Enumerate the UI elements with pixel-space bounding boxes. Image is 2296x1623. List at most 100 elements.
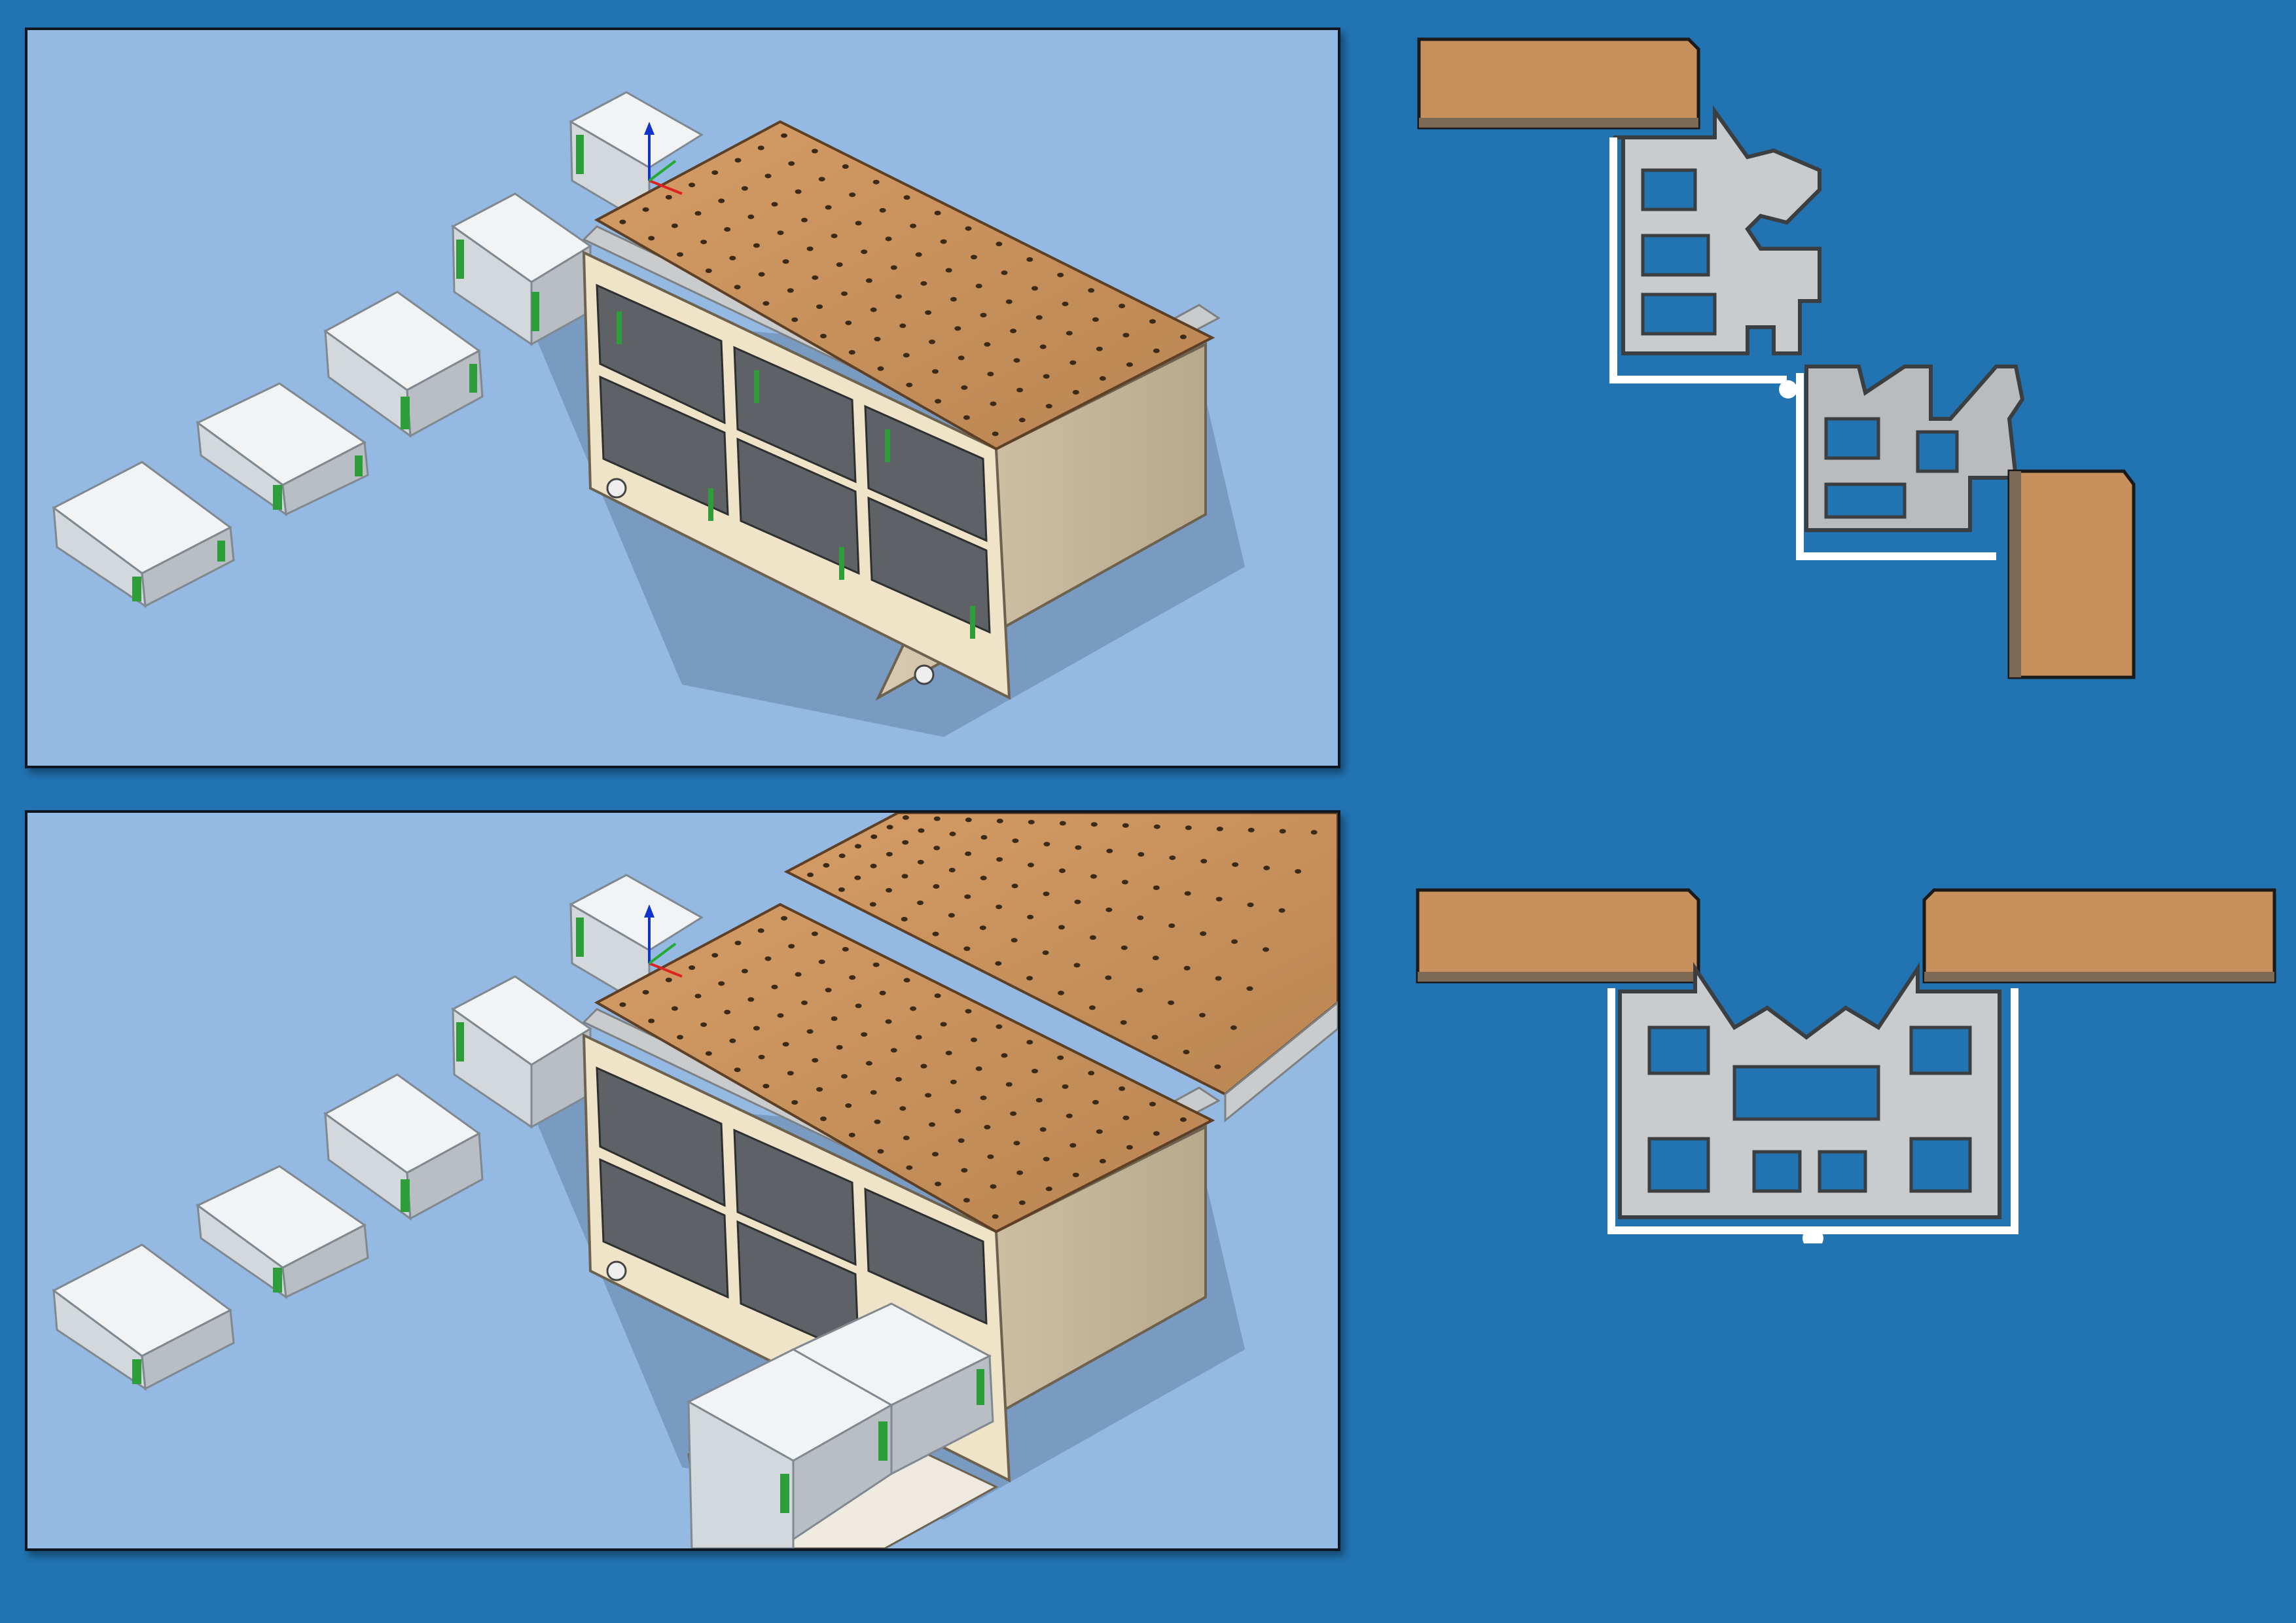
top-hole [920, 281, 927, 286]
top-hole [975, 1066, 982, 1071]
top-hole [954, 1109, 961, 1114]
top-hole [1263, 865, 1270, 870]
top-hole [757, 928, 764, 933]
top-hole [865, 278, 872, 283]
top-hole [1069, 1143, 1077, 1148]
top-hole [734, 1067, 741, 1073]
top-hole [689, 965, 696, 971]
top-hole [807, 872, 814, 878]
top-hole [849, 975, 856, 980]
top-hole [910, 223, 917, 228]
top-hole [1088, 288, 1095, 293]
top-hole [642, 990, 649, 995]
top-hole [890, 265, 897, 270]
profile-pin [1779, 380, 1797, 399]
top-hole [1043, 842, 1050, 847]
top-hole [1200, 931, 1207, 936]
top-hole [777, 1013, 784, 1018]
top-hole [848, 1132, 855, 1137]
top-hole [990, 401, 997, 406]
top-hole [1138, 852, 1145, 857]
top-hole [1096, 1129, 1103, 1134]
top-hole [648, 1018, 655, 1024]
top-hole [865, 1061, 872, 1066]
top-hole [812, 1058, 819, 1063]
top-hole [1028, 863, 1034, 868]
top-hole [1090, 874, 1097, 879]
top-hole [965, 226, 972, 231]
top-hole [1028, 819, 1035, 825]
top-hole [665, 977, 672, 982]
top-hole [855, 1003, 862, 1008]
top-hole [934, 211, 941, 215]
top-hole [1232, 862, 1239, 867]
top-hole [918, 828, 925, 833]
viewport-scene-2[interactable] [25, 810, 1340, 1551]
top-hole [845, 1103, 852, 1108]
top-hole [825, 988, 832, 993]
top-hole [734, 940, 742, 946]
top-hole [874, 336, 881, 342]
top-hole [879, 207, 886, 213]
top-hole [818, 177, 825, 182]
container-loose-5 [568, 91, 704, 228]
top-hole [971, 1037, 977, 1043]
top-hole [958, 355, 965, 361]
top-hole [811, 931, 818, 936]
top-hole [980, 876, 987, 881]
viewport-scene-1[interactable] [25, 27, 1340, 768]
top-hole [1122, 332, 1130, 338]
top-hole [820, 334, 827, 338]
top-hole [818, 959, 825, 965]
drawer-grid [596, 283, 991, 639]
top-hole [910, 1006, 917, 1011]
top-hole [1005, 299, 1013, 304]
top-hole [811, 149, 818, 154]
top-hole [762, 301, 770, 306]
top-hole [929, 339, 935, 344]
top-hole [788, 161, 795, 166]
top-hole [872, 962, 880, 967]
top-hole [1185, 825, 1192, 830]
top-hole [980, 835, 988, 840]
top-hole [1039, 344, 1047, 349]
top-hole [694, 993, 702, 999]
top-hole [996, 904, 1003, 910]
scene-1-render [52, 91, 1245, 737]
top-hole [831, 234, 838, 238]
top-hole [836, 262, 843, 267]
top-hole [948, 913, 955, 918]
top-hole [1152, 955, 1159, 961]
top-hole [917, 859, 924, 865]
top-hole [1031, 286, 1038, 291]
top-hole [1039, 1127, 1047, 1132]
top-hole [1011, 883, 1018, 889]
top-hole [1122, 823, 1129, 828]
top-hole [1042, 950, 1049, 955]
top-hole [1058, 925, 1065, 930]
profile-corner-drawing [1417, 37, 2136, 679]
top-hole [886, 851, 893, 857]
top-hole [1073, 963, 1081, 968]
top-hole [1153, 885, 1160, 890]
top-hole [741, 186, 748, 191]
top-hole [1066, 330, 1073, 336]
top-hole [1246, 986, 1253, 991]
top-hole [1010, 1111, 1017, 1116]
top-hole [992, 431, 999, 437]
top-hole [1027, 914, 1034, 919]
top-hole [795, 189, 802, 194]
top-hole [1092, 317, 1099, 322]
top-hole [1099, 1158, 1106, 1164]
top-hole [903, 978, 910, 983]
top-hole [984, 342, 991, 347]
top-hole [945, 1050, 952, 1056]
top-hole [762, 1084, 770, 1089]
top-hole [890, 1048, 897, 1053]
top-hole [764, 956, 772, 961]
top-hole [932, 931, 939, 936]
wood-board-right [1922, 888, 2276, 984]
top-hole [619, 1002, 626, 1007]
top-hole [915, 1035, 922, 1040]
top-hole [1001, 270, 1008, 276]
